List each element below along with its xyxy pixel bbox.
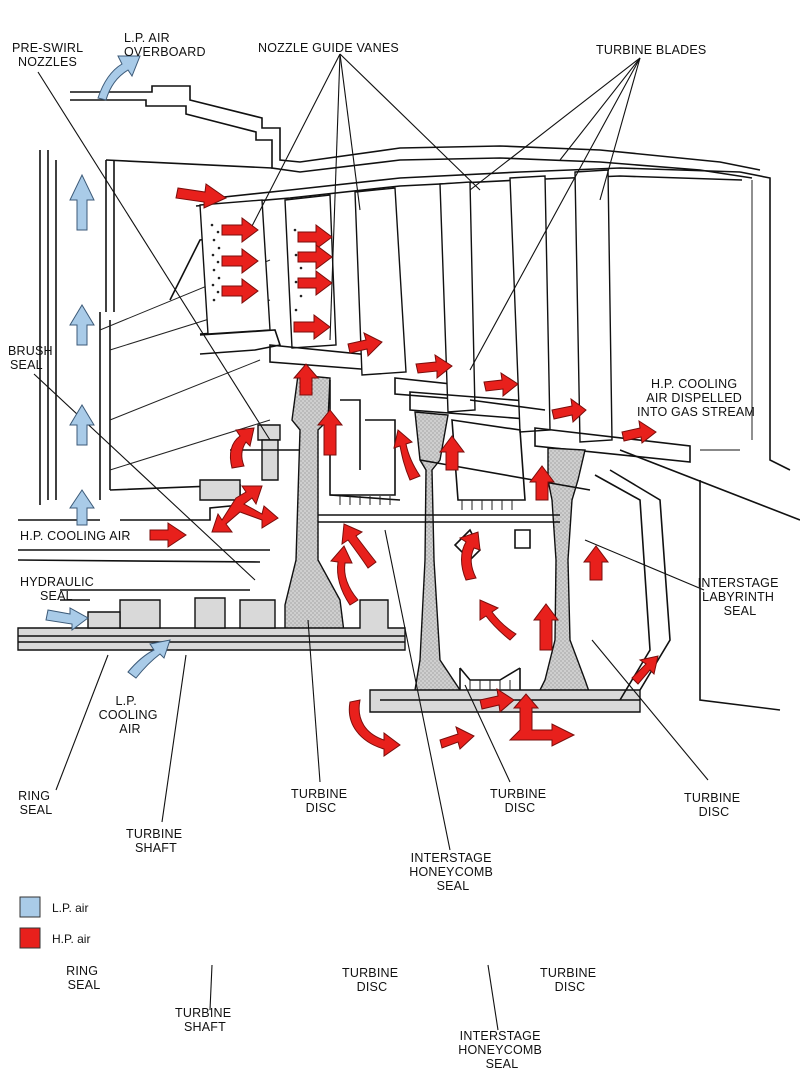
- label-turbine-blades: TURBINE BLADES: [596, 43, 706, 57]
- label-ring-seal: RING SEAL: [18, 789, 54, 817]
- hp-arrow-cooling-in: [149, 522, 187, 548]
- lp-arrow-up-2: [69, 304, 95, 346]
- bottom-labels: RING SEAL TURBINE SHAFT TURBINE DISC TUR…: [66, 964, 600, 1071]
- hp-arrow-22: [458, 531, 481, 581]
- bottom-label-turbine-disc-1: TURBINE DISC: [342, 966, 402, 994]
- label-hp-cooling-air-dispelled: H.P. COOLING AIR DISPELLED INTO GAS STRE…: [637, 377, 755, 419]
- hp-arrow-26: [348, 699, 401, 757]
- hp-arrow-14: [292, 363, 320, 396]
- legend-label-lp: L.P. air: [52, 901, 88, 915]
- legend-swatch-lp: [19, 896, 41, 918]
- hp-arrow-17: [393, 429, 421, 481]
- lp-arrow-hydraulic: [45, 607, 89, 631]
- lp-arrow-up-4: [69, 489, 95, 526]
- nozzle-guide-vane-2: [354, 187, 471, 401]
- hp-arrow-18: [439, 435, 465, 471]
- label-turbine-disc-3: TURBINE DISC: [684, 791, 744, 819]
- hp-arrow-21: [341, 523, 377, 569]
- hp-arrow-9: [347, 332, 383, 358]
- label-turbine-disc-1: TURBINE DISC: [291, 787, 351, 815]
- hp-arrow-10: [415, 353, 453, 380]
- hp-arrow-15: [316, 409, 344, 456]
- label-interstage-labyrinth-seal: INTERSTAGE LABYRINTH SEAL: [698, 576, 783, 618]
- nozzle-guide-vane-3: [469, 175, 551, 433]
- bottom-label-turbine-disc-2: TURBINE DISC: [540, 966, 600, 994]
- hp-arrow-3: [221, 248, 259, 274]
- hp-arrow-30: [631, 655, 659, 685]
- hp-arrow-19: [529, 465, 555, 501]
- label-hp-cooling-air: H.P. COOLING AIR: [20, 529, 131, 543]
- hp-arrow-7: [297, 270, 333, 296]
- labels: L.P. AIR OVERBOARD PRE-SWIRL NOZZLES NOZ…: [8, 31, 783, 893]
- label-pre-swirl-nozzles: PRE-SWIRL NOZZLES: [12, 41, 86, 69]
- label-interstage-honeycomb-seal: INTERSTAGE HONEYCOMB SEAL: [409, 851, 496, 893]
- hp-arrow-23: [479, 599, 517, 641]
- hp-arrow-28: [479, 687, 515, 713]
- hp-arrow-5: [297, 224, 333, 250]
- hp-arrow-16: [229, 427, 255, 469]
- turbine-disc-2-shape: [403, 411, 472, 701]
- label-nozzle-guide-vanes: NOZZLE GUIDE VANES: [258, 41, 399, 55]
- hp-arrow-junction: [211, 485, 279, 533]
- label-turbine-disc-2: TURBINE DISC: [490, 787, 550, 815]
- legend-swatch-hp: [19, 927, 41, 949]
- turbine-blade-3: [534, 169, 800, 521]
- legend-label-hp: H.P. air: [52, 932, 90, 946]
- leader-lines: [33, 53, 740, 1031]
- hp-arrow-6: [297, 244, 333, 270]
- hp-arrow-27: [439, 726, 475, 750]
- label-lp-cooling-air: L.P. COOLING AIR: [99, 694, 162, 736]
- lp-arrow-up-1: [69, 173, 95, 231]
- hp-arrow-24: [533, 603, 559, 651]
- hp-arrow-25: [583, 545, 609, 581]
- label-brush-seal: BRUSH SEAL: [8, 344, 56, 372]
- nozzle-guide-vane-1: [199, 199, 282, 355]
- lp-air-arrows: [45, 55, 171, 679]
- hp-arrow-20: [330, 545, 359, 606]
- hp-air-arrows: [149, 183, 659, 757]
- label-turbine-shaft: TURBINE SHAFT: [126, 827, 186, 855]
- label-hydraulic-seal: HYDRAULIC SEAL: [20, 575, 98, 603]
- lp-arrow-cooling: [127, 639, 171, 679]
- hp-arrow-2: [221, 217, 259, 243]
- hp-arrow-12: [551, 397, 587, 424]
- hp-arrow-8: [293, 314, 331, 340]
- hp-arrow-13: [621, 419, 657, 444]
- hp-arrow-11: [483, 371, 519, 398]
- bottom-label-interstage-honeycomb-seal: INTERSTAGE HONEYCOMB SEAL: [458, 1029, 545, 1071]
- bottom-label-ring-seal: RING SEAL: [66, 964, 102, 992]
- hp-arrow-29: [508, 693, 576, 747]
- hp-arrow-1: [175, 183, 228, 209]
- lp-arrow-overboard: [97, 55, 141, 101]
- turbine-disc-1-shape: [284, 374, 346, 641]
- seal-structures: [60, 424, 781, 711]
- label-lp-air-overboard: L.P. AIR OVERBOARD: [124, 31, 206, 59]
- hp-arrow-4: [221, 278, 259, 304]
- lp-arrow-up-3: [69, 404, 95, 446]
- bottom-label-turbine-shaft: TURBINE SHAFT: [175, 1006, 235, 1034]
- legend: L.P. air H.P. air: [19, 896, 90, 949]
